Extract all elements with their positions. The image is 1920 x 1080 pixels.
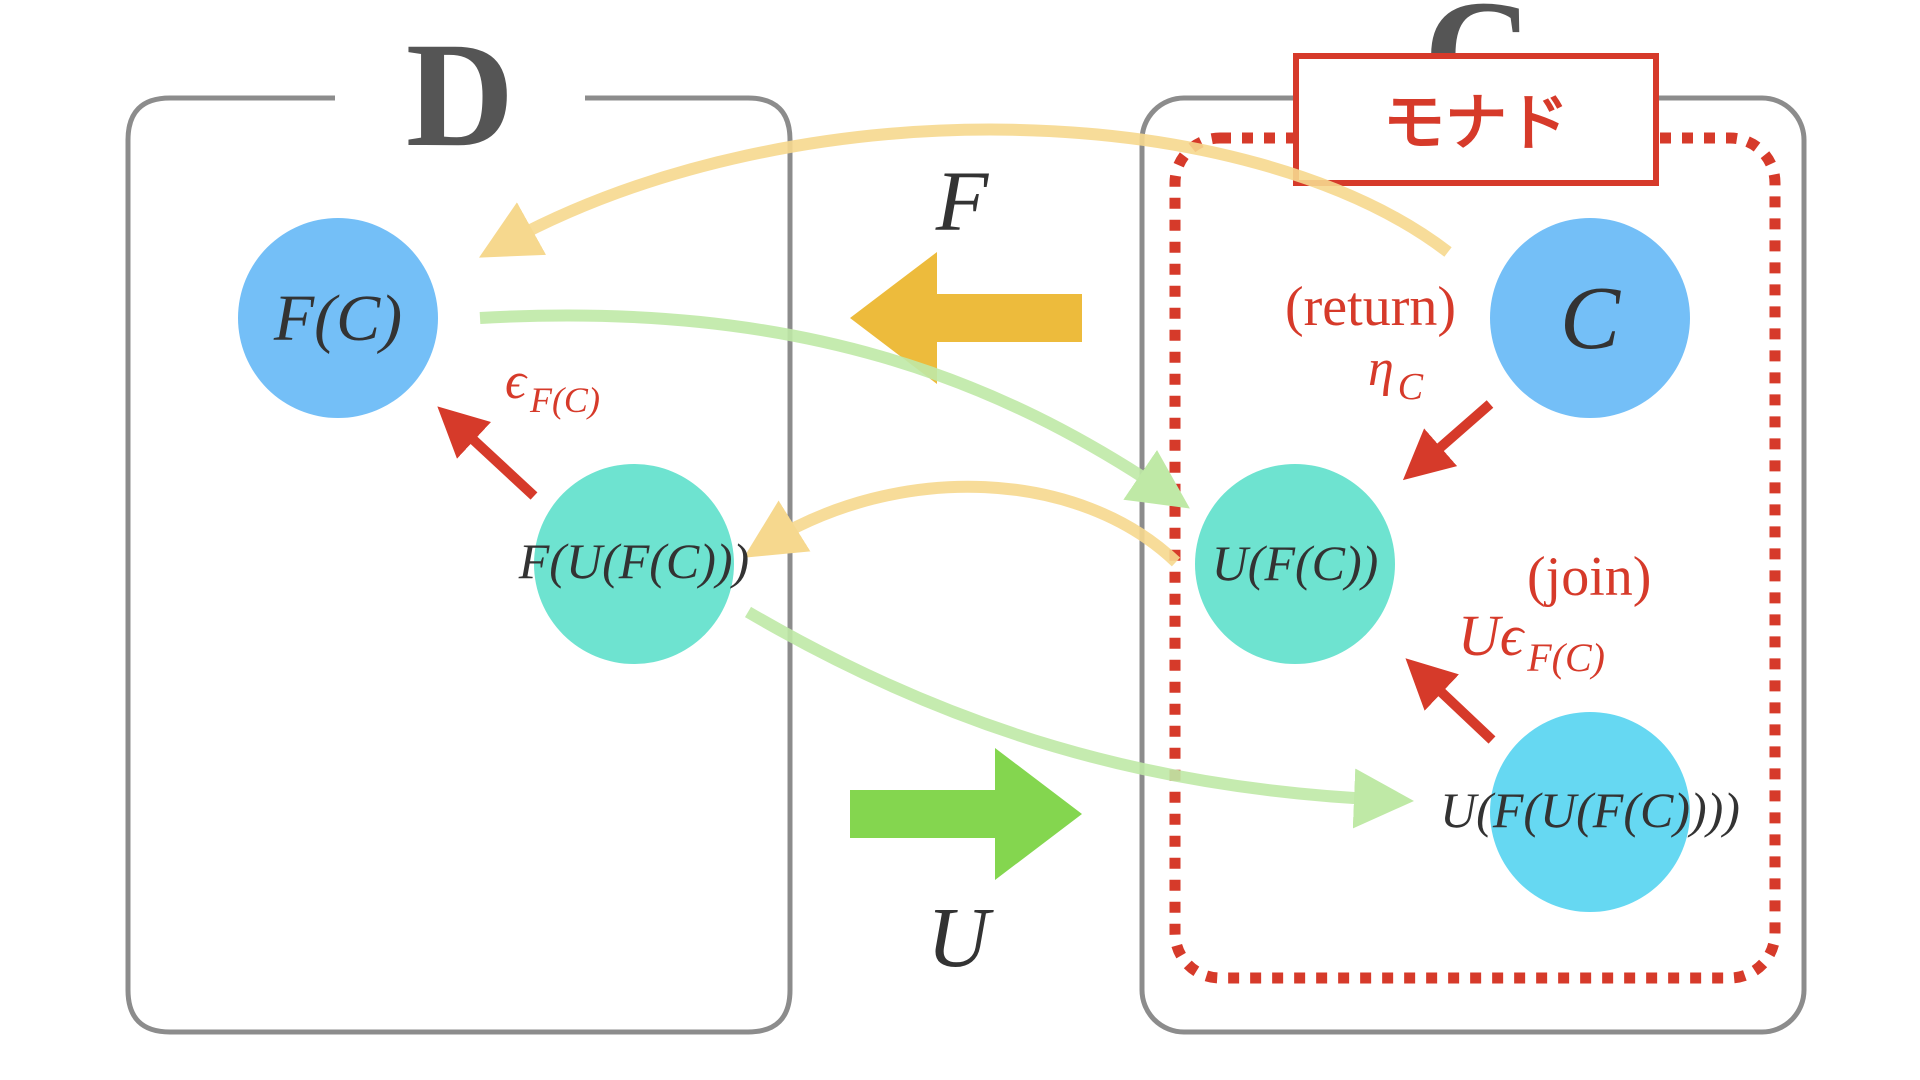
- epsilon-subscript: F(C): [529, 380, 600, 420]
- eta-label: η C: [1368, 340, 1424, 408]
- epsilon-symbol: ϵ: [505, 353, 528, 410]
- node-c-label: C: [1560, 269, 1621, 368]
- eta-subscript: C: [1398, 366, 1424, 408]
- f-curve-ufc-to-fufc: [743, 480, 1181, 567]
- category-d-label: D: [406, 12, 514, 178]
- epsilon-arrow: [437, 406, 538, 500]
- join-arrow: [1405, 658, 1496, 744]
- node-fufc-label: F(U(F(C))): [518, 533, 749, 589]
- epsilon-label: ϵ F(C): [505, 353, 600, 420]
- eta-symbol: η: [1368, 340, 1394, 397]
- u-epsilon-subscript: F(C): [1526, 635, 1605, 680]
- monad-label: モナド: [1383, 86, 1569, 159]
- eta-arrow: [1402, 400, 1494, 481]
- monad-label-box: [1293, 53, 1659, 186]
- node-fc-label: F(C): [273, 282, 402, 355]
- node-ufufc: [1490, 712, 1690, 912]
- node-fufc: [534, 464, 734, 664]
- return-label: (return): [1285, 276, 1456, 338]
- functor-u-label: U: [927, 889, 994, 985]
- category-d-box: [125, 95, 793, 1035]
- functor-f-label: F: [935, 153, 990, 249]
- node-ufc-label: U(F(C)): [1212, 535, 1379, 591]
- u-epsilon-symbol: Uϵ: [1458, 603, 1526, 668]
- node-ufc: [1195, 464, 1395, 664]
- functor-f-arrow: [850, 252, 1082, 384]
- u-epsilon-label: Uϵ F(C): [1458, 603, 1605, 680]
- node-c: [1490, 218, 1690, 418]
- f-curve-c-to-fc: [478, 123, 1452, 258]
- functor-u-arrow: [850, 748, 1082, 880]
- node-fc: [238, 218, 438, 418]
- join-label: (join): [1527, 546, 1651, 608]
- node-ufufc-label: U(F(U(F(C)))): [1440, 782, 1740, 838]
- u-curve-fc-to-ufc: [479, 309, 1190, 509]
- u-curve-fufc-to-ufufc: [744, 606, 1414, 829]
